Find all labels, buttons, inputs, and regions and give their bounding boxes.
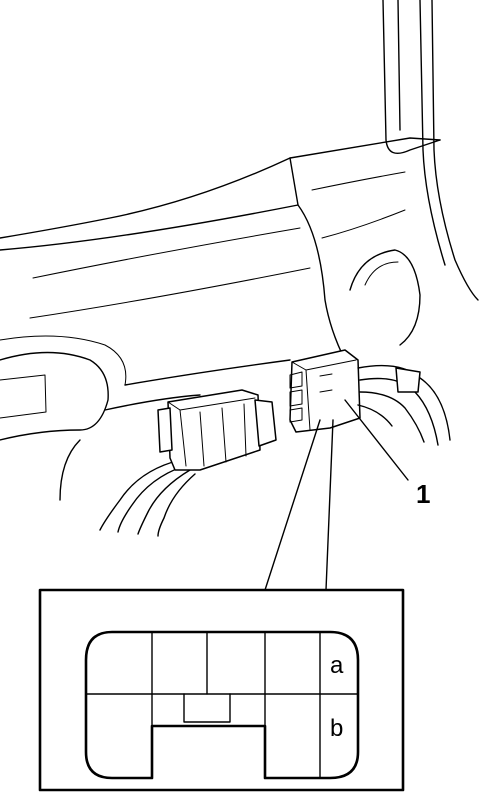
callout-leader: [344, 399, 409, 481]
left-wire-harness: [99, 459, 196, 537]
detail-box: [38, 588, 405, 792]
pin-label-a: a: [330, 652, 344, 679]
door-panel: [0, 137, 441, 501]
right-connector: [289, 349, 361, 433]
left-connector: [157, 389, 277, 471]
right-wire-harness: [357, 364, 451, 446]
pin-label-b: b: [330, 715, 343, 742]
pillar-trim: [382, 0, 479, 301]
speaker-grille: [349, 249, 421, 346]
callout-number: 1: [416, 479, 430, 509]
detail-leader-lines: [264, 419, 334, 591]
connector-face: [84, 630, 360, 780]
